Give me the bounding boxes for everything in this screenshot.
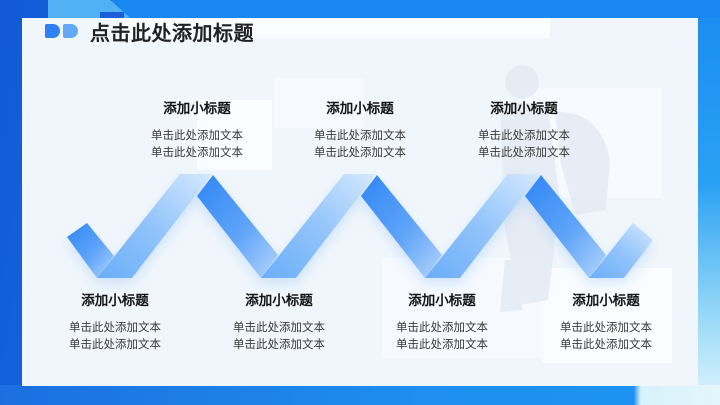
decor-panel: [120, 18, 550, 38]
step-body-line: 单击此处添加文本: [233, 337, 325, 351]
double-d-logo-icon: [45, 24, 78, 38]
step-title: 添加小标题: [326, 101, 394, 117]
step-item-bottom-4[interactable]: 添加小标题 单击此处添加文本 单击此处添加文本: [546, 291, 666, 353]
step-body-line: 单击此处添加文本: [396, 337, 488, 351]
step-item-bottom-2[interactable]: 添加小标题 单击此处添加文本 单击此处添加文本: [219, 291, 339, 353]
step-body-line: 单击此处添加文本: [478, 145, 570, 159]
person-silhouette-icon: [500, 65, 610, 312]
step-title: 添加小标题: [490, 101, 558, 117]
step-item-bottom-1[interactable]: 添加小标题 单击此处添加文本 单击此处添加文本: [55, 291, 175, 353]
step-title: 添加小标题: [572, 293, 640, 309]
step-body: 单击此处添加文本 单击此处添加文本: [137, 127, 257, 161]
content-card: [22, 18, 698, 386]
step-item-top-2[interactable]: 添加小标题 单击此处添加文本 单击此处添加文本: [300, 99, 420, 161]
logo-d-dark-icon: [45, 24, 60, 38]
decor-panel: [197, 100, 272, 170]
step-body-line: 单击此处添加文本: [560, 320, 652, 334]
step-body-line: 单击此处添加文本: [314, 145, 406, 159]
step-item-top-1[interactable]: 添加小标题 单击此处添加文本 单击此处添加文本: [137, 99, 257, 161]
step-body-line: 单击此处添加文本: [560, 337, 652, 351]
page-title[interactable]: 点击此处添加标题: [90, 20, 254, 45]
page-header: 点击此处添加标题: [23, 17, 254, 45]
step-body-line: 单击此处添加文本: [233, 320, 325, 334]
step-body-line: 单击此处添加文本: [151, 145, 243, 159]
step-body: 单击此处添加文本 单击此处添加文本: [55, 319, 175, 353]
step-body-line: 单击此处添加文本: [478, 128, 570, 142]
step-title: 添加小标题: [81, 293, 149, 309]
decor-panel: [542, 268, 672, 363]
step-body-line: 单击此处添加文本: [151, 128, 243, 142]
logo-d-light-icon: [63, 24, 78, 38]
step-body: 单击此处添加文本 单击此处添加文本: [464, 127, 584, 161]
step-body-line: 单击此处添加文本: [69, 320, 161, 334]
background-bottom-band: [0, 385, 720, 405]
step-body-line: 单击此处添加文本: [69, 337, 161, 351]
step-title: 添加小标题: [245, 293, 313, 309]
background-top-band: [112, 0, 720, 18]
step-body-line: 单击此处添加文本: [396, 320, 488, 334]
step-body: 单击此处添加文本 单击此处添加文本: [382, 319, 502, 353]
step-body-line: 单击此处添加文本: [314, 128, 406, 142]
decor-panel: [274, 78, 364, 128]
background-accent-shadow: [100, 12, 124, 18]
step-body: 单击此处添加文本 单击此处添加文本: [219, 319, 339, 353]
step-body: 单击此处添加文本 单击此处添加文本: [300, 127, 420, 161]
step-body: 单击此处添加文本 单击此处添加文本: [546, 319, 666, 353]
step-item-top-3[interactable]: 添加小标题 单击此处添加文本 单击此处添加文本: [464, 99, 584, 161]
step-item-bottom-3[interactable]: 添加小标题 单击此处添加文本 单击此处添加文本: [382, 291, 502, 353]
step-title: 添加小标题: [163, 101, 231, 117]
step-title: 添加小标题: [408, 293, 476, 309]
